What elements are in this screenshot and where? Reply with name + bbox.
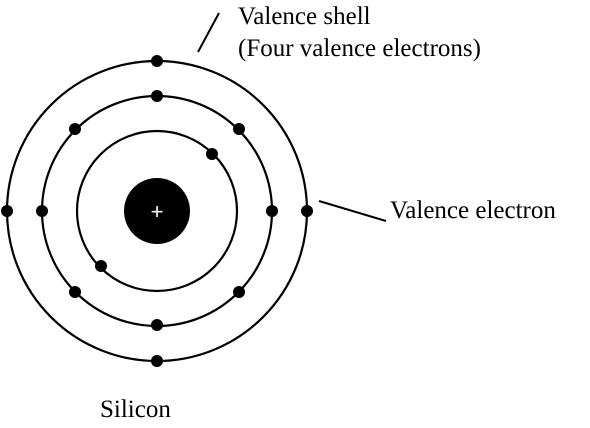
first-shell-electron	[95, 260, 107, 272]
second-shell-electron	[151, 90, 163, 102]
nucleus	[124, 178, 190, 244]
second-shell-electron	[233, 286, 245, 298]
valence-shell-leader-line	[197, 12, 220, 53]
second-shell-electron	[151, 319, 163, 331]
atom-name-label: Silicon	[100, 396, 171, 423]
second-shell-electron	[69, 286, 81, 298]
second-shell-electron	[266, 205, 278, 217]
second-shell-electron	[233, 123, 245, 135]
first-shell-electron	[206, 148, 218, 160]
valence-shell-note: (Four valence electrons)	[238, 35, 481, 62]
nucleus-symbol: +	[151, 199, 164, 224]
valence-electron-leader-line	[318, 200, 387, 222]
valence-shell-label: Valence shell	[238, 3, 371, 30]
valence-electron	[151, 55, 163, 67]
valence-electron	[151, 355, 163, 367]
second-shell-electron	[36, 205, 48, 217]
first-shell-ring	[75, 129, 239, 293]
valence-electron	[1, 205, 13, 217]
valence-electron-label: Valence electron	[390, 197, 556, 224]
second-shell-electron	[69, 123, 81, 135]
valence-electron	[301, 205, 313, 217]
